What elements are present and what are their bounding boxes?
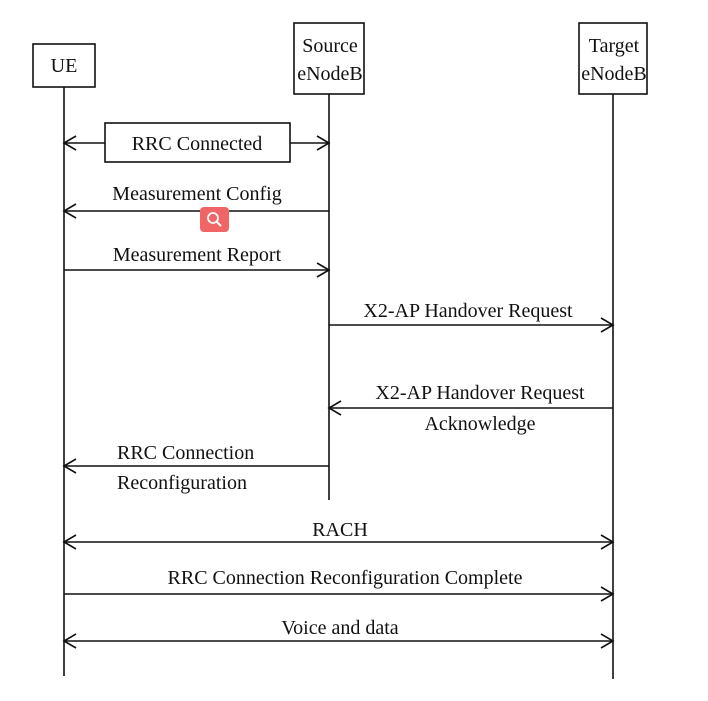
- arrowhead-left-icon: [62, 633, 77, 649]
- message-measurement-report: Measurement Report: [64, 244, 331, 278]
- rrc-reconf-label-line2: Reconfiguration: [117, 472, 247, 494]
- magnifier-icon[interactable]: [200, 207, 229, 232]
- message-voice-and-data: Voice and data: [62, 617, 615, 649]
- message-measurement-config: Measurement Config: [62, 183, 329, 219]
- participant-target-enodeb: Target eNodeB: [578, 22, 648, 95]
- arrowhead-left-icon: [62, 534, 77, 550]
- arrowhead-right-icon: [316, 135, 331, 151]
- arrowhead-right-icon: [600, 633, 615, 649]
- arrowhead-right-icon: [600, 586, 615, 602]
- message-x2-handover-request-ack: X2-AP Handover Request Acknowledge: [327, 382, 613, 435]
- arrowhead-left-icon: [62, 458, 77, 474]
- source-label-line2: eNodeB: [297, 63, 363, 85]
- message-rach: RACH: [62, 519, 615, 550]
- measurement-report-label: Measurement Report: [113, 244, 282, 266]
- arrowhead-left-icon: [62, 135, 77, 151]
- x2-ack-label-line2: Acknowledge: [424, 413, 535, 435]
- ue-label: UE: [51, 55, 78, 77]
- rrc-connected-label: RRC Connected: [132, 133, 263, 155]
- arrowhead-left-icon: [62, 203, 77, 219]
- arrowhead-right-icon: [600, 534, 615, 550]
- message-rrc-connection-reconfiguration: RRC Connection Reconfiguration: [62, 442, 329, 494]
- message-rrc-reconfiguration-complete: RRC Connection Reconfiguration Complete: [64, 567, 615, 602]
- rrc-complete-label: RRC Connection Reconfiguration Complete: [168, 567, 523, 589]
- arrowhead-left-icon: [327, 400, 342, 416]
- message-rrc-connected: RRC Connected: [62, 122, 331, 163]
- x2-request-label: X2-AP Handover Request: [363, 300, 573, 322]
- participant-source-enodeb: Source eNodeB: [293, 22, 365, 95]
- message-x2-handover-request: X2-AP Handover Request: [329, 300, 615, 333]
- voice-data-label: Voice and data: [281, 617, 398, 639]
- x2-ack-label-line1: X2-AP Handover Request: [375, 382, 585, 404]
- measurement-config-label: Measurement Config: [112, 183, 281, 205]
- arrowhead-right-icon: [316, 262, 331, 278]
- rach-label: RACH: [312, 519, 368, 541]
- target-label-line1: Target: [589, 35, 640, 57]
- target-label-line2: eNodeB: [581, 63, 647, 85]
- source-label-line1: Source: [302, 35, 358, 57]
- rrc-reconf-label-line1: RRC Connection: [117, 442, 254, 464]
- arrowhead-right-icon: [600, 317, 615, 333]
- participant-ue: UE: [32, 43, 96, 88]
